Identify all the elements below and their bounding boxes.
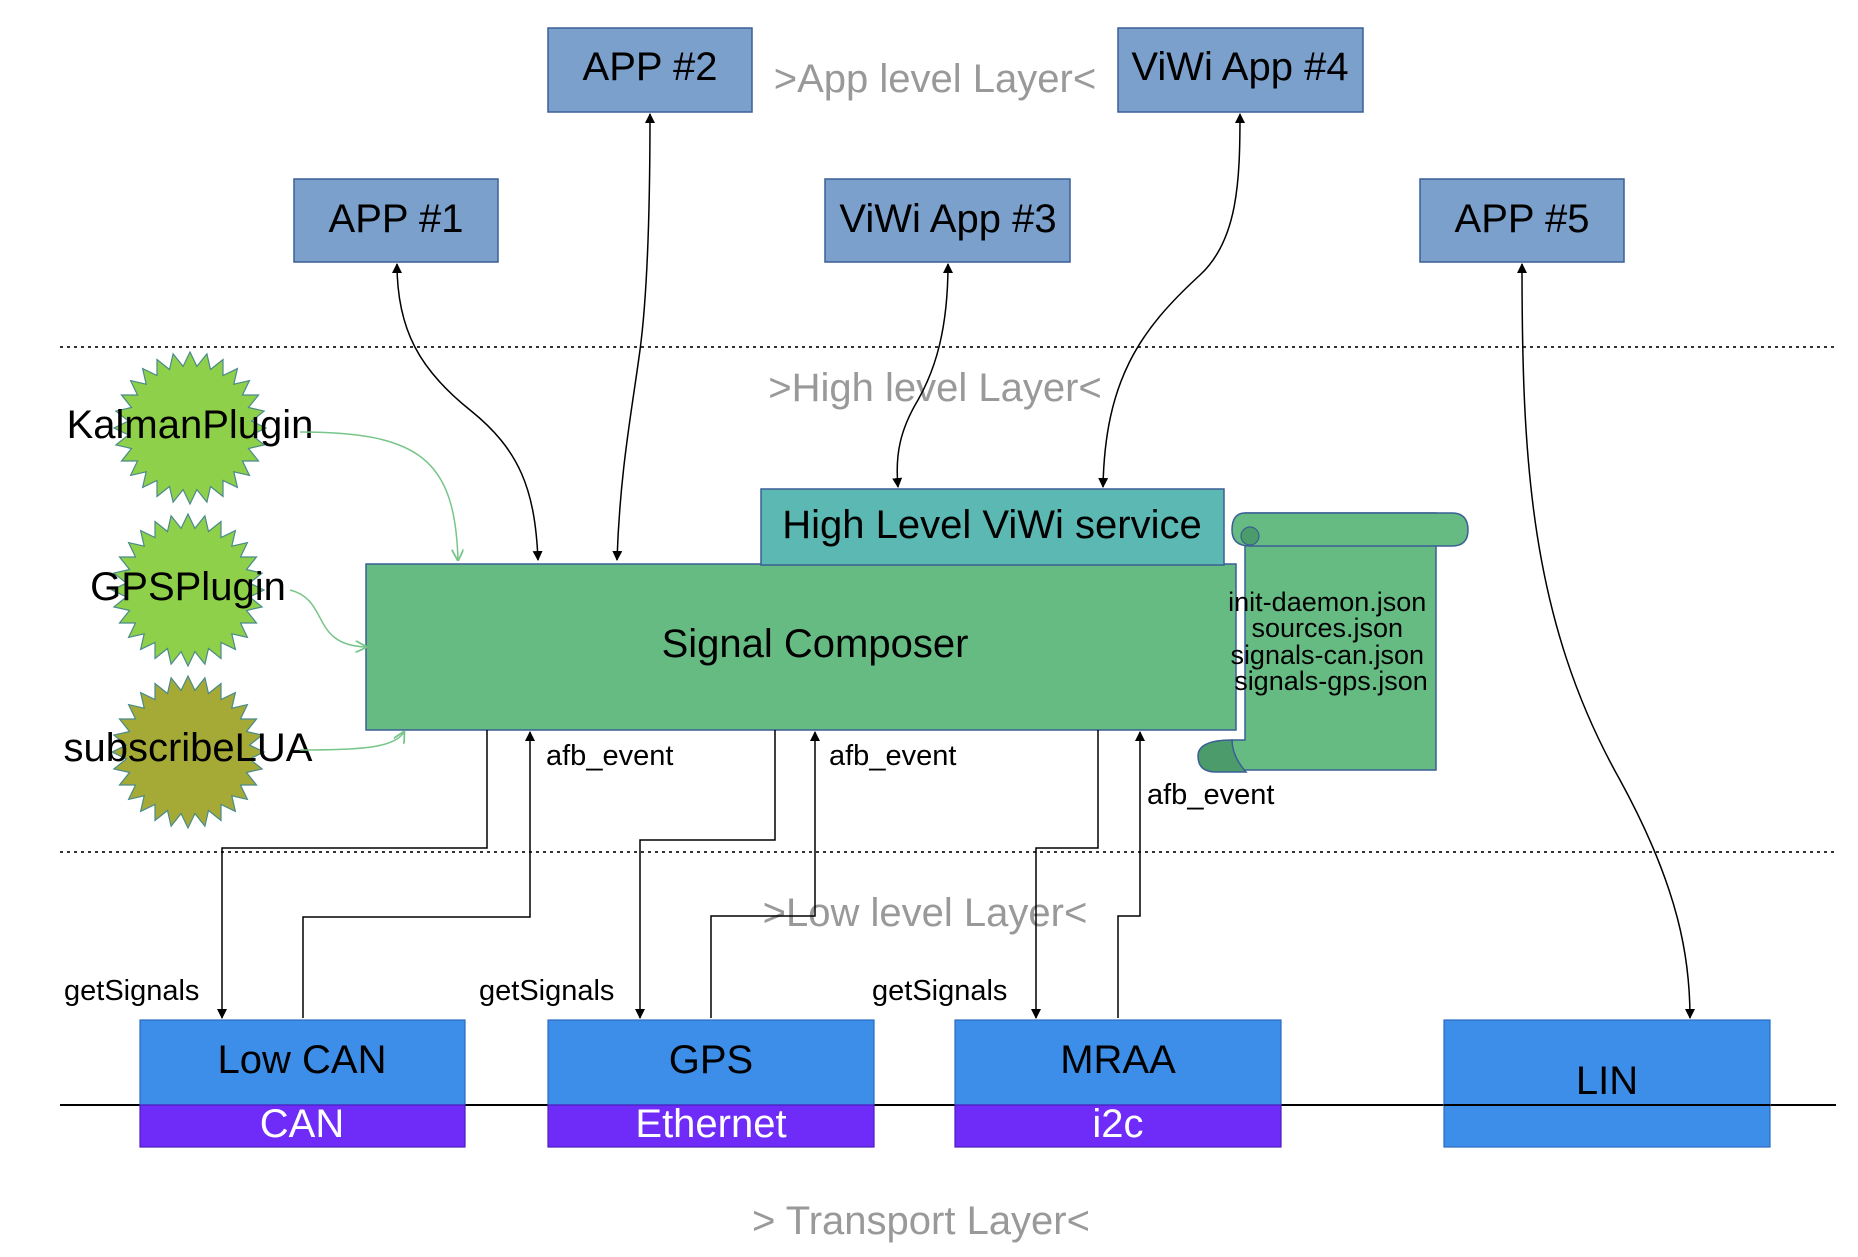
low-layer-label: >Low level Layer< (763, 891, 1088, 935)
viwi-service-box: High Level ViWi service (760, 488, 1225, 566)
app-5-lin-connection (1517, 263, 1695, 1019)
scroll-bottom-curl (1197, 739, 1248, 773)
config-file-list: init-daemon.json sources.json signals-ca… (1228, 587, 1434, 696)
lin-block: LIN (1443, 1019, 1771, 1148)
mraa-block: MRAA i2c (954, 1019, 1282, 1148)
kalman-plugin: KalmanPlugin (67, 350, 314, 506)
can-transport-label: CAN (260, 1102, 344, 1146)
high-layer-label: >High level Layer< (768, 366, 1102, 410)
subscribe-lua-plugin-burst (110, 674, 266, 830)
subscribe-lua-plugin: subscribeLUA (63, 674, 313, 830)
app-2-box: APP #2 (547, 27, 753, 113)
config-file-name: signals-can.json (1230, 640, 1424, 670)
getsignals-can-line (217, 730, 488, 1019)
viwi-app-4-box: ViWi App #4 (1117, 27, 1364, 113)
afb-event-label-gps: afb_event (829, 740, 956, 772)
i2c-transport-label: i2c (1092, 1102, 1143, 1146)
getsignals-label-gps: getSignals (479, 975, 614, 1007)
gps-plugin-burst (110, 512, 266, 668)
low-can-block: Low CAN CAN (139, 1019, 466, 1148)
low-can-label: Low CAN (218, 1038, 387, 1082)
afb-event-label-mraa: afb_event (1147, 779, 1274, 811)
getsignals-label-can: getSignals (64, 975, 199, 1007)
viwi-app-4-connection (1098, 113, 1245, 488)
app-5-label: APP #5 (1455, 197, 1590, 241)
lin-label: LIN (1576, 1059, 1638, 1103)
app-layer-label: >App level Layer< (774, 57, 1096, 101)
getsignals-gps-line (635, 730, 776, 1019)
ethernet-transport-label: Ethernet (635, 1102, 786, 1146)
subscribe-lua-plugin-label: subscribeLUA (63, 726, 312, 770)
viwi-app-3-connection (892, 263, 953, 488)
afb-event-can-line (302, 731, 535, 1018)
app-5-box: APP #5 (1419, 178, 1625, 263)
signal-composer-box: Signal Composer (365, 563, 1237, 731)
app-1-box: APP #1 (293, 178, 499, 263)
app-1-connection (392, 263, 543, 561)
lua-connector (299, 732, 404, 751)
gps-plugin: GPSPlugin (90, 512, 286, 668)
can-transport-box (139, 1104, 466, 1148)
config-file-name: init-daemon.json (1228, 587, 1426, 617)
config-scroll: init-daemon.json sources.json signals-ca… (1197, 512, 1469, 773)
app-1-label: APP #1 (329, 197, 464, 241)
afb-event-gps-line (710, 731, 820, 1018)
gps-plugin-label: GPSPlugin (90, 565, 286, 609)
app-2-connection (612, 113, 655, 561)
getsignals-mraa-line (1031, 730, 1099, 1019)
config-file-name: signals-gps.json (1234, 666, 1428, 696)
app-2-label: APP #2 (583, 45, 718, 89)
i2c-transport-box (954, 1104, 1282, 1148)
mraa-label: MRAA (1060, 1038, 1176, 1082)
gps-block: GPS Ethernet (547, 1019, 875, 1148)
ethernet-transport-box (547, 1104, 875, 1148)
afb-event-mraa-line (1117, 731, 1145, 1018)
scroll-top-curl (1240, 526, 1260, 546)
viwi-service-label: High Level ViWi service (782, 503, 1201, 547)
viwi-app-3-label: ViWi App #3 (839, 197, 1056, 241)
viwi-app-3-box: ViWi App #3 (824, 178, 1071, 263)
kalman-plugin-label: KalmanPlugin (67, 403, 314, 447)
getsignals-label-mraa: getSignals (872, 975, 1007, 1007)
config-file-name: sources.json (1251, 613, 1403, 643)
kalman-plugin-burst (112, 350, 268, 506)
transport-layer-label: > Transport Layer< (752, 1199, 1090, 1243)
gps-plugin-connector (289, 589, 366, 647)
signal-composer-label: Signal Composer (662, 622, 969, 666)
scroll-top-roll (1231, 512, 1469, 547)
afb-event-label-can: afb_event (546, 740, 673, 772)
kalman-connector (299, 431, 458, 560)
gps-label: GPS (669, 1038, 753, 1082)
viwi-app-4-label: ViWi App #4 (1131, 45, 1348, 89)
